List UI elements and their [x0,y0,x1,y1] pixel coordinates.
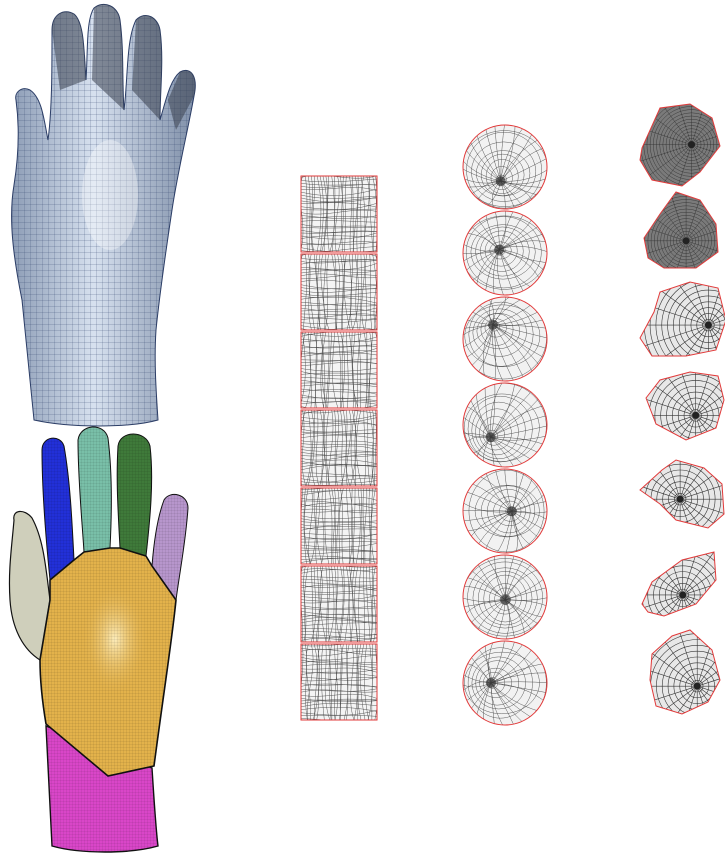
disk-tile [457,287,554,391]
square-tile [297,251,377,331]
hand-mesh-model [12,4,196,426]
square-tile [300,565,377,642]
square-tile [299,643,377,722]
segmented-hand-model [9,427,188,852]
square-tile [300,330,380,410]
square-tile [300,409,377,486]
disk-tile [457,375,554,474]
square-tile [299,486,377,564]
disk-tile [457,121,554,213]
free-boundary-domain-column [600,65,725,767]
square-tile [300,175,377,252]
free-boundary-tile [617,606,725,766]
disk-tile [457,551,554,643]
disk-tile [457,635,554,732]
square-domain-column [297,175,379,722]
free-boundary-tile [611,65,725,225]
disk-domain-column [457,121,554,731]
disk-tile [457,461,554,561]
disk-tile [457,207,554,300]
